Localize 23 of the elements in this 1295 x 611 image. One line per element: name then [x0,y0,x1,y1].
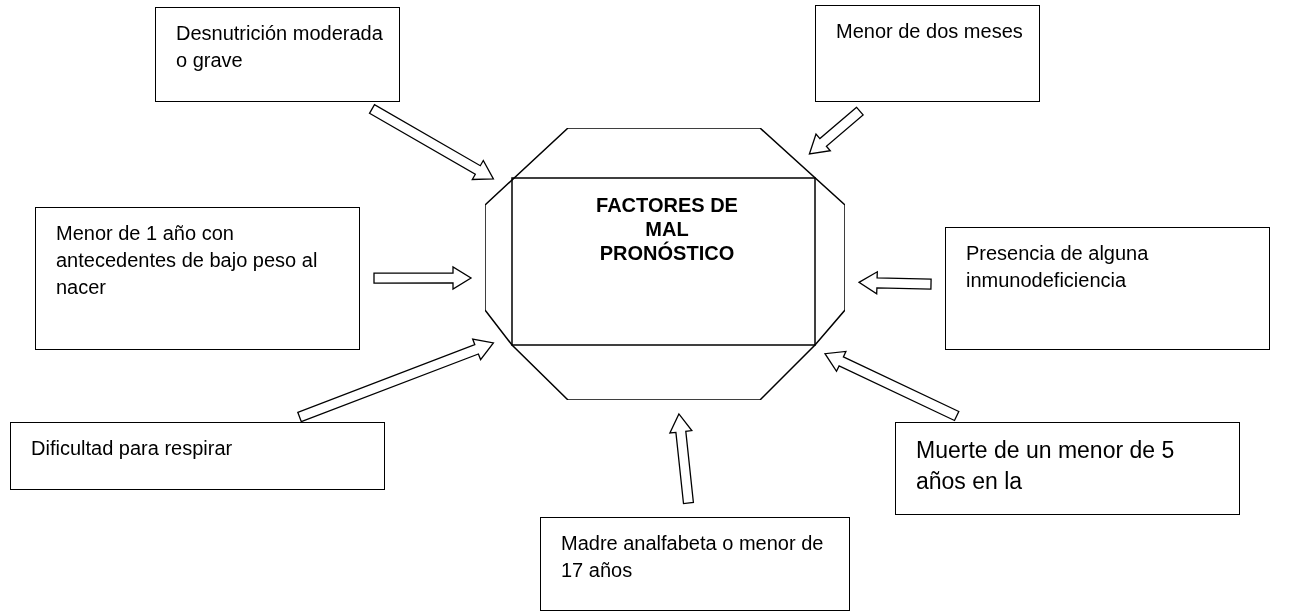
octagon-shape [485,128,845,400]
box-text: Madre analfabeta o menor de 17 años [561,531,825,583]
box-text: Menor de dos meses [836,19,1024,44]
text-box [10,422,385,490]
box-text: Menor de 1 año con antecedentes de bajo peso al nacer [56,221,319,300]
text-box [945,227,1270,350]
box-text: Dificultad para respirar [31,436,234,461]
block-arrow [296,338,495,423]
text-box [815,5,1040,102]
text-box [540,517,850,611]
text-box [35,207,360,350]
block-arrow [808,106,864,155]
text-box [895,422,1240,515]
box-text: Presencia de alguna inmunodeficiencia [966,241,1150,293]
block-arrow [668,412,695,505]
text-box [155,7,400,102]
block-arrow [823,350,960,422]
block-arrow [857,270,932,295]
node-title: FACTORES DE MAL PRONÓSTICO [595,193,739,265]
block-arrow [373,265,473,291]
box-text: Desnutrición moderada o grave [176,21,384,73]
block-arrow [368,103,495,181]
box-text: Muerte de un menor de 5 años en la [916,436,1176,496]
